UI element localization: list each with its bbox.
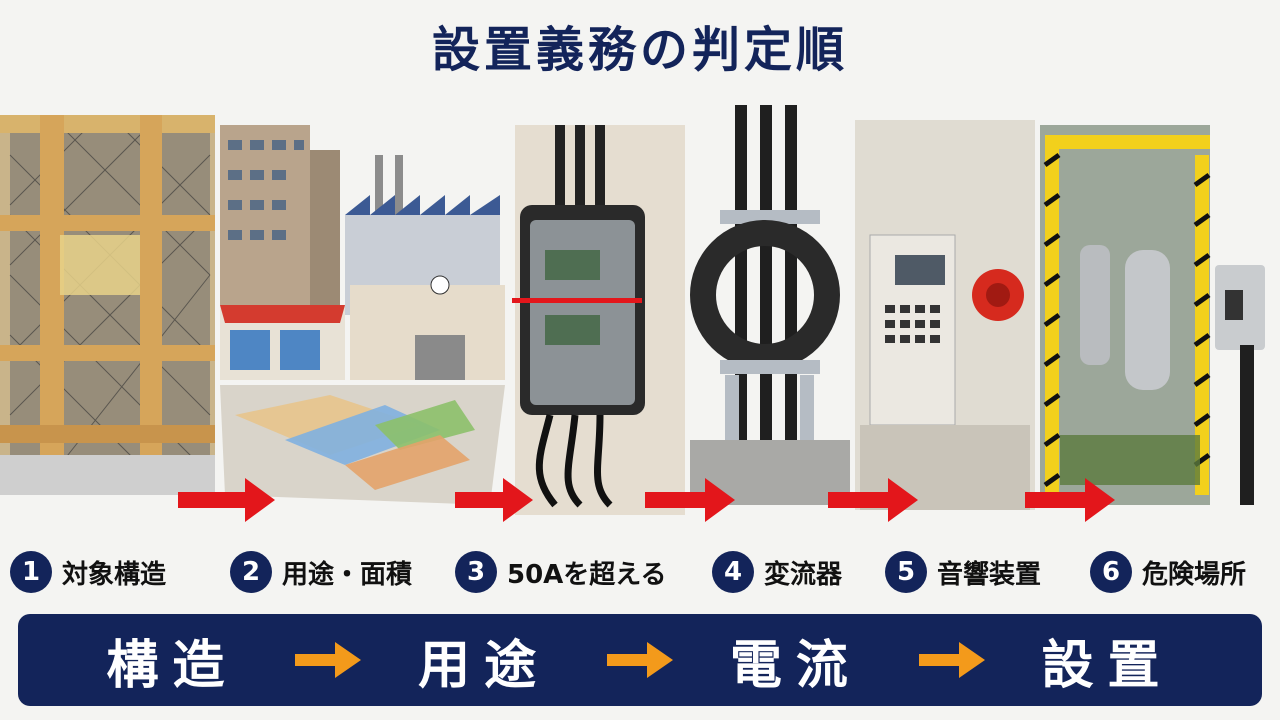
step-number-badge: 6: [1090, 551, 1132, 593]
step-label: 危険場所: [1142, 559, 1247, 590]
flow-summary-banner: 構造 用途 電流 設置: [18, 614, 1262, 706]
step-number-badge: 5: [885, 551, 927, 593]
step-number-badge: 4: [712, 551, 754, 593]
red-arrow-icon: [1025, 478, 1115, 522]
step-6: 6 危険場所: [1090, 540, 1246, 604]
meter-panel-illustration: [512, 125, 685, 515]
step-1: 1 対象構造: [10, 540, 166, 604]
step-labels: 1 対象構造 2 用途・面積 3 50Aを超える 4 変流器 5 音響装置 6 …: [0, 540, 1280, 604]
step-4: 4 変流器: [712, 540, 842, 604]
red-arrow-icon: [455, 478, 533, 522]
step-label: 音響装置: [937, 559, 1042, 590]
orange-arrow-icon: [606, 642, 673, 678]
hazard-area-illustration: [1040, 125, 1265, 505]
step-2: 2 用途・面積: [230, 540, 412, 604]
buildings-illustration: [220, 125, 505, 505]
red-arrow-icon: [828, 478, 918, 522]
current-transformer-illustration: [690, 105, 850, 505]
flow-word-structure: 構造: [106, 635, 239, 696]
illustration-panorama: [0, 105, 1265, 522]
step-3: 3 50Aを超える: [455, 540, 667, 604]
alarm-room-illustration: [855, 120, 1035, 510]
red-arrow-icon: [645, 478, 735, 522]
flow-word-installation: 設置: [1041, 635, 1174, 696]
flow-word-usage: 用途: [418, 635, 551, 696]
orange-arrow-icon: [295, 642, 362, 678]
red-arrow-icon: [178, 478, 275, 522]
step-label: 50Aを超える: [507, 559, 667, 590]
step-5: 5 音響装置: [885, 540, 1041, 604]
step-label: 用途・面積: [282, 559, 413, 590]
orange-arrow-icon: [918, 642, 985, 678]
step-number-badge: 2: [230, 551, 272, 593]
page-title: 設置義務の判定順: [431, 22, 848, 78]
step-number-badge: 1: [10, 551, 52, 593]
wood-frame-illustration: [0, 115, 215, 495]
step-number-badge: 3: [455, 551, 497, 593]
step-label: 対象構造: [62, 559, 167, 590]
flow-word-current: 電流: [729, 635, 862, 696]
step-label: 変流器: [764, 559, 843, 590]
transition-arrows: [178, 478, 1115, 522]
